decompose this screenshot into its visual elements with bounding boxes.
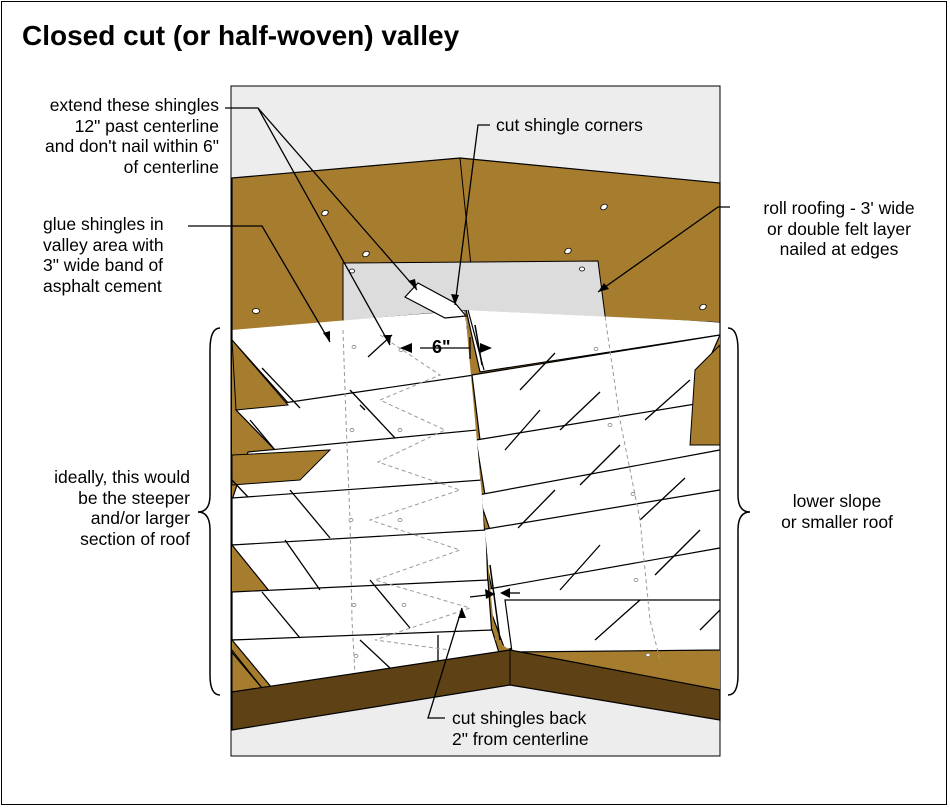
shingle-nail-marks <box>348 345 651 658</box>
leader-arrowheads <box>323 279 609 618</box>
label-steeper-section: ideally, this would be the steeper and/o… <box>54 467 190 549</box>
label-cut-back: cut shingles back 2" from centerline <box>452 708 589 749</box>
label-extend-shingles: extend these shingles 12" past centerlin… <box>45 95 219 177</box>
leader-lines <box>188 107 730 719</box>
right-shingle-courses <box>465 310 720 690</box>
left-brace <box>197 327 221 696</box>
label-six-inch: 6" <box>432 337 451 357</box>
label-cut-corners: cut shingle corners <box>496 115 643 135</box>
label-roll-roofing: roll roofing - 3' wide or double felt la… <box>763 198 915 259</box>
label-glue-shingles: glue shingles in valley area with 3" wid… <box>43 214 164 296</box>
diagram-title: Closed cut (or half-woven) valley <box>22 20 460 51</box>
valley-cut-mark-bottom <box>489 564 501 641</box>
right-brace <box>727 327 751 696</box>
left-shingle-courses <box>232 310 510 692</box>
valley-cut-mark-top <box>474 324 483 366</box>
sheathing-nail-holes <box>252 203 707 314</box>
label-lower-slope: lower slope or smaller roof <box>781 491 893 532</box>
